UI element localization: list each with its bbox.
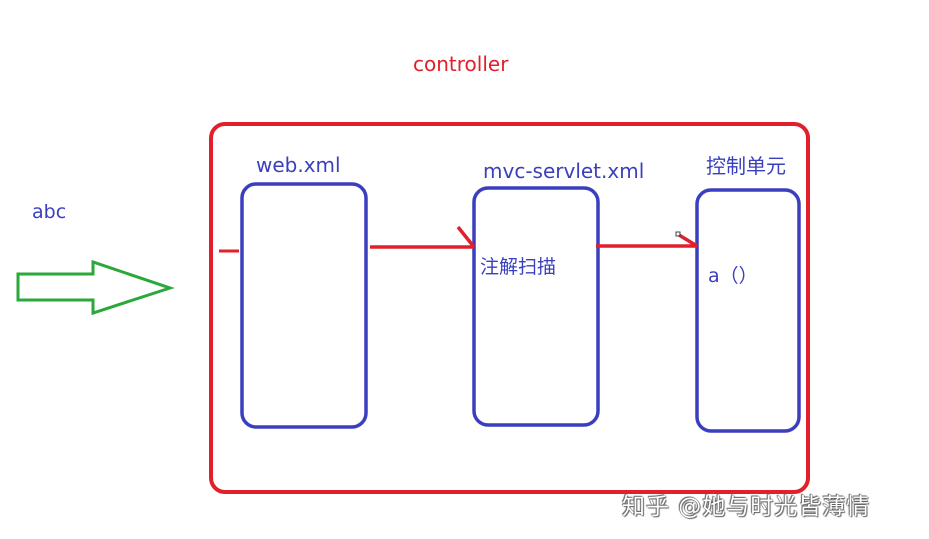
arrow-web-to-mvc-icon bbox=[370, 225, 476, 249]
mvc-servlet-box bbox=[472, 186, 600, 427]
input-arrow-icon bbox=[16, 259, 175, 316]
control-unit-title: 控制单元 bbox=[706, 154, 786, 178]
method-label: a（） bbox=[708, 265, 758, 287]
arrow-mvc-to-control-icon bbox=[596, 231, 698, 248]
controller-container bbox=[209, 122, 810, 494]
control-unit-box bbox=[695, 188, 801, 433]
input-label: abc bbox=[32, 201, 67, 223]
web-xml-box bbox=[240, 182, 368, 429]
controller-label: controller bbox=[413, 52, 509, 76]
watermark: 知乎 @她与时光皆薄情 bbox=[622, 494, 871, 520]
mvc-servlet-title: mvc-servlet.xml bbox=[483, 159, 645, 183]
web-xml-title: web.xml bbox=[256, 153, 341, 177]
annotation-scan-label: 注解扫描 bbox=[480, 256, 557, 278]
